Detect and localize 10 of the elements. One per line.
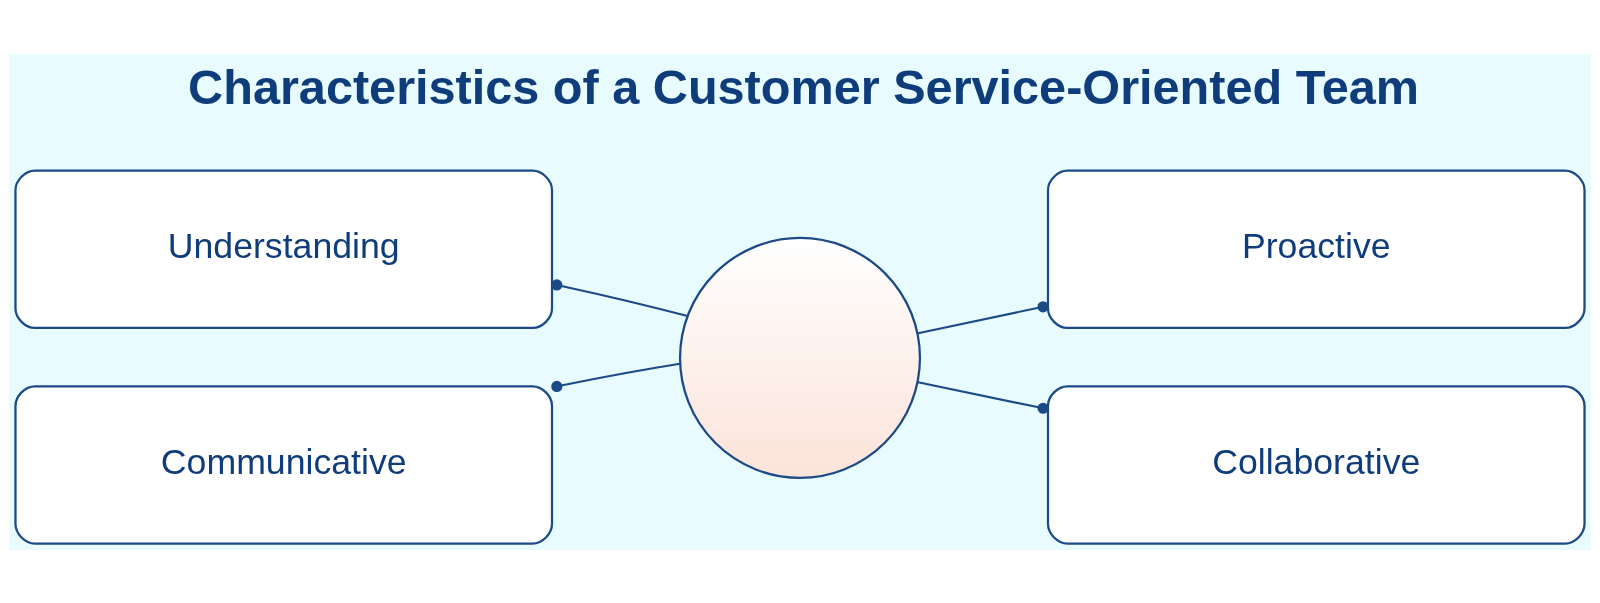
connector <box>917 380 1049 414</box>
connector <box>917 300 1049 334</box>
node-box: Collaborative <box>1046 384 1586 545</box>
diagram-title: Characteristics of a Customer Service-Oriented Team <box>188 59 1420 114</box>
node-picture <box>678 236 922 479</box>
node-box: Communicative <box>14 384 554 545</box>
connector <box>551 362 681 392</box>
connector <box>551 278 688 317</box>
node-box: Proactive <box>1046 169 1586 329</box>
node-box: Understanding <box>14 169 554 329</box>
